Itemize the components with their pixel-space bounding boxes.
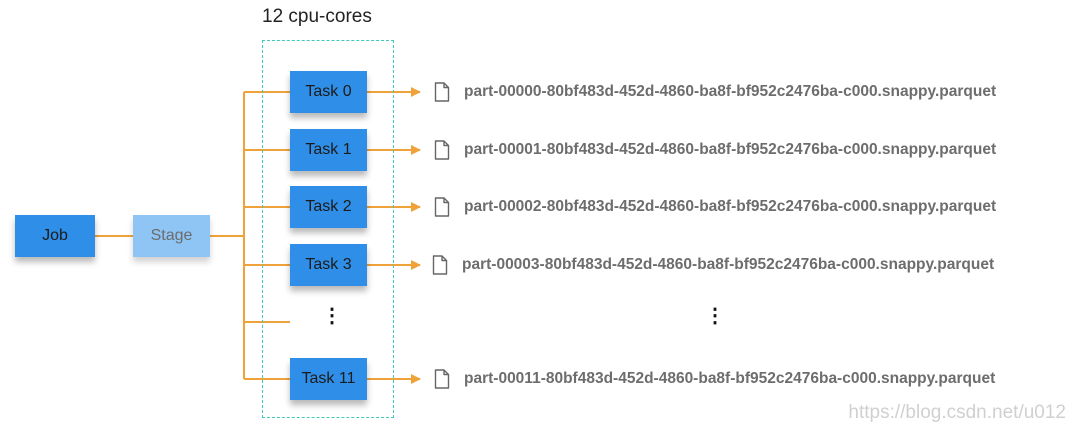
file-name: part-00001-80bf483d-452d-4860-ba8f-bf952…	[464, 141, 997, 158]
task-node-3: Task 3	[290, 244, 367, 286]
file-item-3: part-00003-80bf483d-452d-4860-ba8f-bf952…	[432, 254, 994, 276]
job-node: Job	[15, 215, 95, 257]
file-name: part-00002-80bf483d-452d-4860-ba8f-bf952…	[464, 198, 997, 215]
file-item-1: part-00001-80bf483d-452d-4860-ba8f-bf952…	[434, 139, 996, 161]
stage-node: Stage	[133, 215, 210, 257]
document-icon	[434, 82, 450, 102]
file-item-0: part-00000-80bf483d-452d-4860-ba8f-bf952…	[434, 81, 996, 103]
task-node-1: Task 1	[290, 129, 367, 171]
watermark: https://blog.csdn.net/u012	[848, 402, 1066, 423]
document-icon	[434, 140, 450, 160]
task-node-11: Task 11	[290, 358, 367, 400]
file-item-2: part-00002-80bf483d-452d-4860-ba8f-bf952…	[434, 196, 996, 218]
document-icon	[432, 255, 448, 275]
file-name: part-00011-80bf483d-452d-4860-ba8f-bf952…	[464, 370, 996, 387]
file-name: part-00000-80bf483d-452d-4860-ba8f-bf952…	[464, 83, 997, 100]
document-icon	[434, 369, 450, 389]
task-node-0: Task 0	[290, 71, 367, 113]
cpu-cores-label: 12 cpu-cores	[262, 6, 372, 27]
task-node-2: Task 2	[290, 186, 367, 228]
task-ellipsis: ⋮	[322, 305, 342, 327]
file-ellipsis: ⋮	[705, 305, 725, 327]
file-item-11: part-00011-80bf483d-452d-4860-ba8f-bf952…	[434, 368, 995, 390]
file-name: part-00003-80bf483d-452d-4860-ba8f-bf952…	[462, 256, 995, 273]
cpu-cores-group-box	[262, 40, 394, 418]
document-icon	[434, 197, 450, 217]
